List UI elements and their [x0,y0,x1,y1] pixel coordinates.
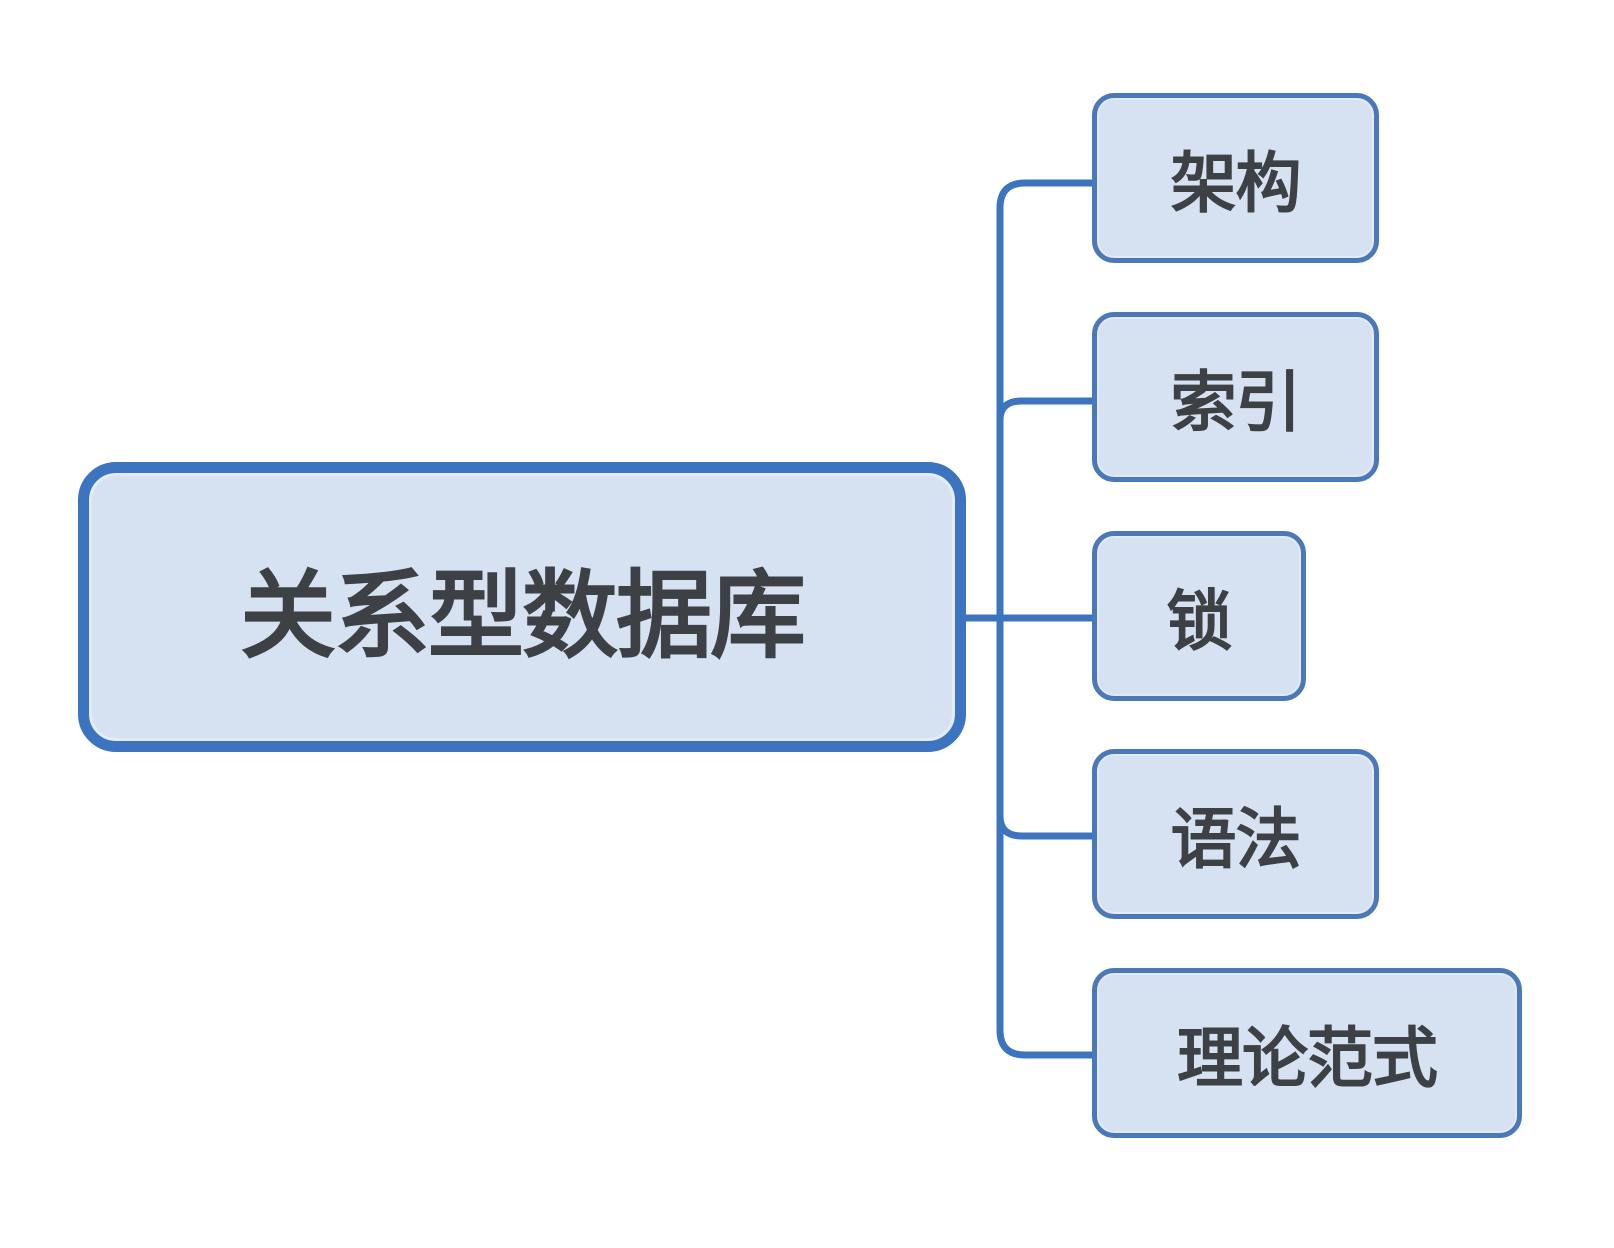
child-node-index: 索引 [1092,312,1379,482]
child-node-syntax: 语法 [1092,749,1379,919]
child-node-normal-forms: 理论范式 [1092,968,1522,1138]
root-node: 关系型数据库 [78,462,966,752]
child-node-lock: 锁 [1092,531,1306,701]
child-node-label: 架构 [1170,145,1302,222]
connector-branch-1 [996,397,1092,421]
child-node-label: 语法 [1170,801,1302,878]
connector-branch-0 [996,179,1092,618]
child-node-architecture: 架构 [1092,93,1379,263]
root-node-label: 关系型数据库 [240,559,806,672]
connector-branch-4 [996,618,1092,1059]
connector-branch-3 [996,815,1092,840]
child-node-label: 索引 [1170,364,1302,441]
child-node-label: 理论范式 [1177,1020,1438,1097]
child-node-label: 锁 [1166,583,1233,660]
